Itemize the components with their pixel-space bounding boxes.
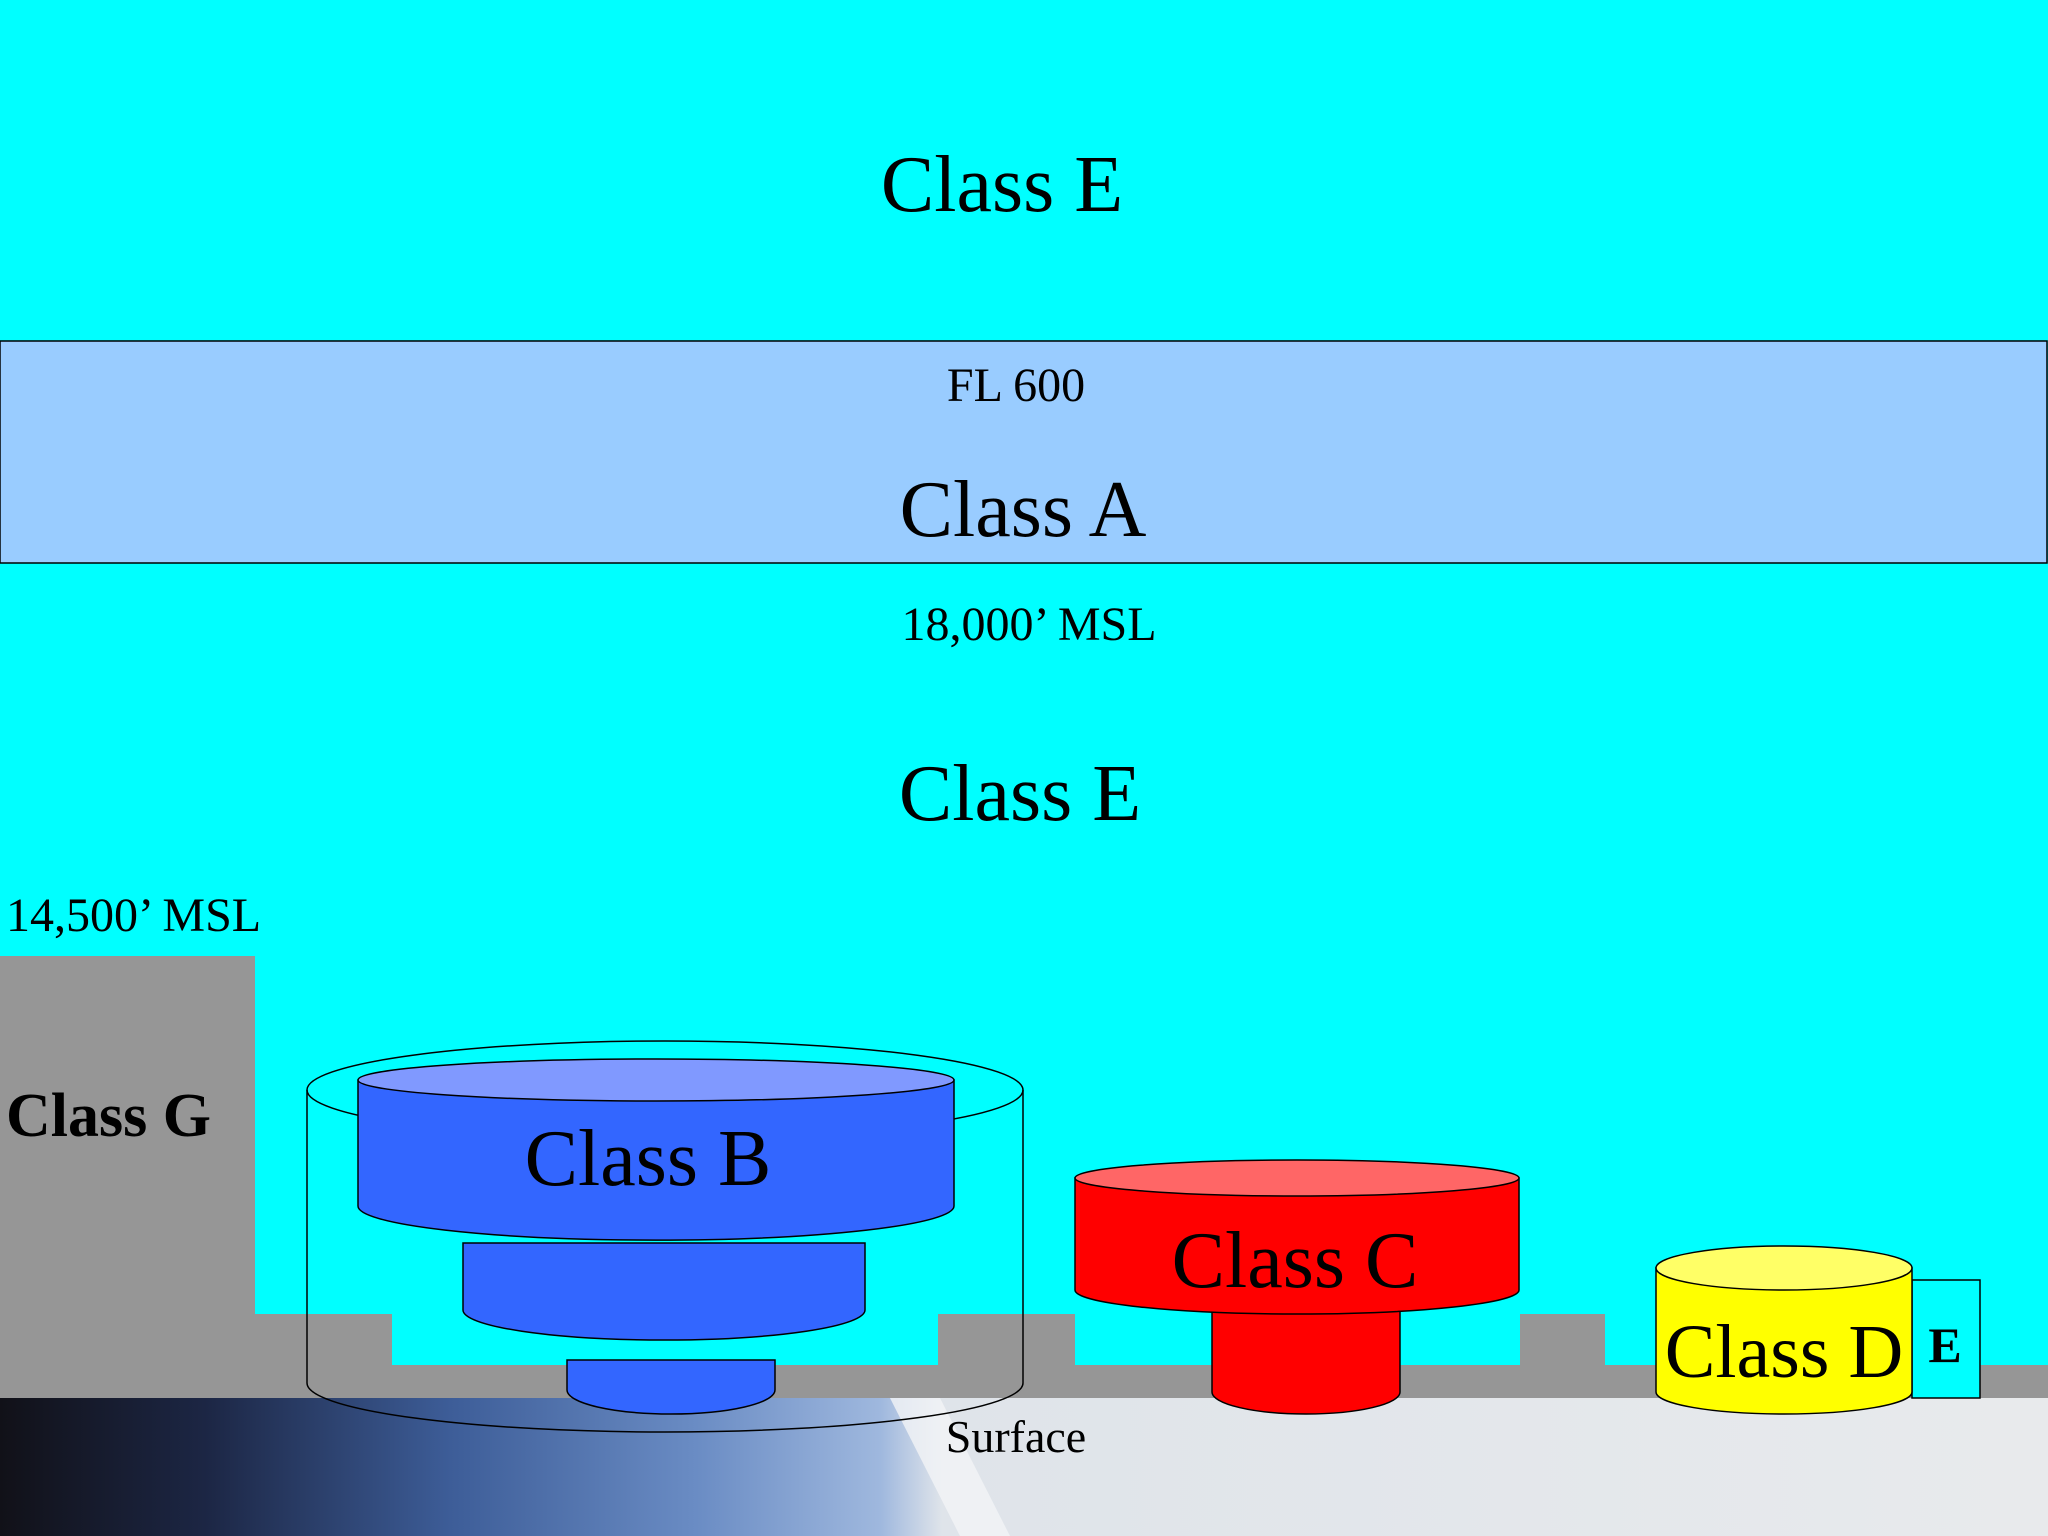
class-c-label: Class C [1172,1217,1419,1305]
surface-label: Surface [946,1411,1086,1462]
surface-ground [0,1398,2048,1536]
class-e-top-label: Class E [881,141,1123,229]
class-b-label: Class B [525,1115,772,1203]
class-b-airspace [357,1058,955,1415]
class-d-e-label: E [1928,1317,1961,1373]
class-e-mid-label: Class E [899,750,1141,838]
class-d-e-extension [1911,1279,1981,1399]
class-c-airspace [1074,1159,1520,1415]
class-g-label: Class G [6,1082,211,1150]
class-d-airspace [1655,1245,1913,1415]
class-a-band [0,340,2048,564]
class-d-label: Class D [1665,1310,1904,1394]
msl-14500-label: 14,500’ MSL [6,889,261,942]
surface-highlight [890,1398,1010,1536]
msl-18000-label: 18,000’ MSL [901,598,1156,651]
class-a-label: Class A [900,466,1147,554]
fl600-label: FL 600 [947,359,1085,412]
class-g-airspace [0,956,2048,1400]
